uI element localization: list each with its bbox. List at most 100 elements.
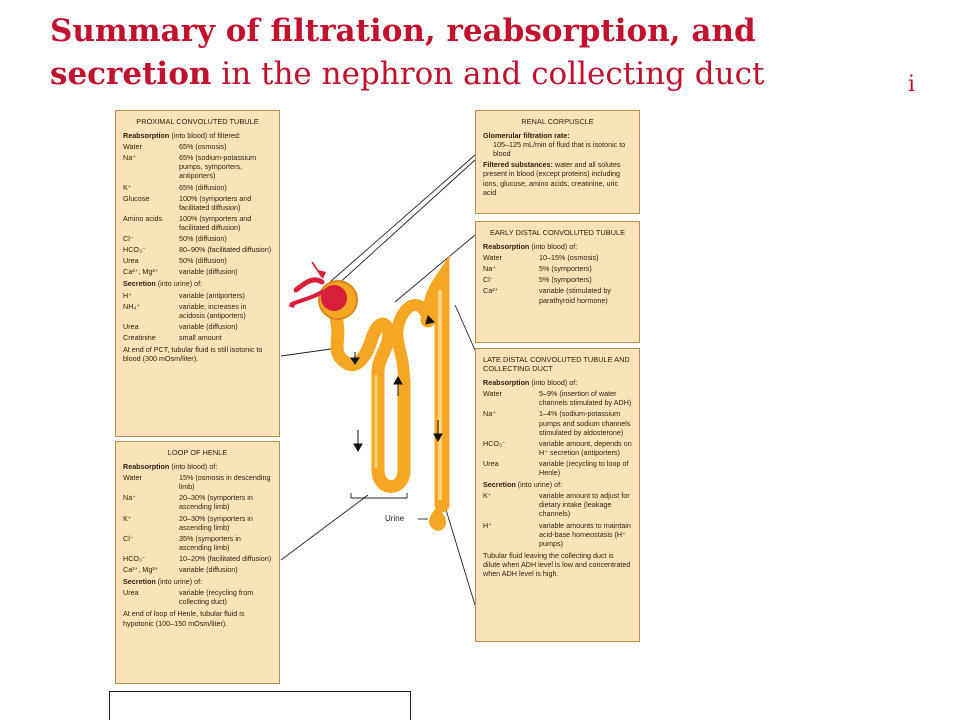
table-row: K⁺variable amount to adjust for dietary … xyxy=(483,491,632,518)
row-substance: Ca²⁺ xyxy=(483,286,499,296)
renal-filtered: Filtered substances: water and all solut… xyxy=(483,160,632,196)
arrow-descending xyxy=(353,443,363,453)
row-value: variable (diffusion) xyxy=(179,565,238,575)
row-value: variable amounts to maintain acid-base h… xyxy=(539,520,631,548)
table-row: Cl⁻5% (symporters) xyxy=(483,275,632,284)
row-substance: HCO₃⁻ xyxy=(483,438,506,448)
arrow-dct xyxy=(425,315,435,325)
glomerulus xyxy=(321,285,347,311)
loop-sec-heading: Secretion (into urine) of: xyxy=(123,577,272,586)
loop-end-note: At end of loop of Henle, tubular fluid i… xyxy=(123,609,245,628)
tubule xyxy=(329,255,450,531)
row-value: 20–30% (symporters in ascending limb) xyxy=(179,513,253,532)
row-substance: Creatinine xyxy=(123,332,156,342)
table-row: Urea variable (recycling to loop of Henle… xyxy=(483,459,632,477)
pct-reab-note: (into blood) of filtered: xyxy=(169,131,241,141)
urine-label: Urine xyxy=(385,514,405,523)
table-row: HCO₃⁻ variable amount, depends on H⁺ secr… xyxy=(483,439,632,457)
loop-reab-heading: Reabsorption (into blood) of: xyxy=(123,462,272,471)
vessel-arrowhead-out xyxy=(288,300,296,308)
early-dct-reab-heading: Reabsorption (into blood) of: xyxy=(483,242,632,251)
row-substance: H⁺ xyxy=(483,520,492,530)
pct-box: PROXIMAL CONVOLUTED TUBULE Reabsorption … xyxy=(115,110,280,437)
table-row: Ca²⁺, Mg²⁺ variable (diffusion) xyxy=(123,565,272,574)
arrow-collecting xyxy=(433,433,443,443)
row-substance: Urea xyxy=(123,588,139,598)
flow-arrows xyxy=(350,315,443,453)
late-dct-sec-list: K⁺variable amount to adjust for dietary … xyxy=(483,491,632,548)
late-dct-reab-note: (into blood) of: xyxy=(529,378,578,388)
table-row: H⁺ variable amounts to maintain acid-base… xyxy=(483,521,632,548)
row-value: 50% (diffusion) xyxy=(179,256,227,266)
late-dct-header: LATE DISTAL CONVOLUTED TUBULE AND COLLEC… xyxy=(483,355,630,374)
loop-header: LOOP OF HENLE xyxy=(167,448,228,457)
row-value: variable amount to adjust for dietary in… xyxy=(539,491,630,519)
leader-renal-2 xyxy=(324,159,476,297)
row-value: 5–9% (insertion of water channels stimul… xyxy=(539,389,632,408)
row-substance: Urea xyxy=(483,458,499,468)
row-substance: NH₄⁺ xyxy=(123,301,141,311)
arrow-pct xyxy=(350,357,360,365)
table-row: Na⁺20–30% (symporters in ascending limb) xyxy=(123,493,272,511)
table-row: Glucose 100% (symporters and facilitated … xyxy=(123,194,272,212)
row-value: 20–30% (symporters in ascending limb) xyxy=(179,493,253,512)
row-value: 100% (symporters and facilitated diffusi… xyxy=(179,193,252,212)
loop-reab-list: Water 15% (osmosis in descending limb)Na⁺… xyxy=(123,473,272,574)
row-value: variable (stimulated by parathyroid horm… xyxy=(539,286,611,305)
row-substance: H⁺ xyxy=(123,290,132,300)
row-substance: Cl⁻ xyxy=(123,234,134,244)
late-dct-reab-label: Reabsorption xyxy=(483,378,530,388)
row-substance: Water xyxy=(123,473,142,483)
row-value: 15% (osmosis in descending limb) xyxy=(179,473,271,492)
table-row: Ca²⁺ variable (stimulated by parathyroid … xyxy=(483,286,632,304)
loop-sec-label: Secretion xyxy=(123,577,156,587)
loop-box: LOOP OF HENLE Reabsorption (into blood) … xyxy=(115,441,280,684)
early-dct-reab-label: Reabsorption xyxy=(483,242,530,252)
row-value: 1–4% (sodium-potassium pumps and sodium … xyxy=(539,409,631,437)
row-substance: Water xyxy=(483,389,502,399)
pct-sec-heading: Secretion (into urine) of: xyxy=(123,279,272,288)
row-substance: K⁺ xyxy=(123,182,132,192)
late-dct-reab-list: Water 5–9% (insertion of water channels s… xyxy=(483,389,632,477)
row-value: small amount xyxy=(179,332,222,342)
row-value: variable (recycling to loop of Henle) xyxy=(539,458,629,478)
leader-pct xyxy=(280,347,339,357)
row-value: variable (recycling from collecting duct… xyxy=(179,588,254,607)
row-substance: Ca²⁺, Mg²⁺ xyxy=(123,565,159,575)
row-value: variable amount, depends on H⁺ secretion… xyxy=(539,438,632,457)
leader-loop xyxy=(280,494,369,561)
leader-lines xyxy=(280,154,476,606)
loop-reab-label: Reabsorption xyxy=(123,462,170,472)
pct-end-note: At end of PCT, tubular fluid is still is… xyxy=(123,344,263,364)
pct-reab-heading: Reabsorption (into blood) of filtered: xyxy=(123,131,272,140)
row-substance: Cl⁻ xyxy=(123,533,134,543)
empty-text-box[interactable] xyxy=(109,691,411,720)
renal-filt-label: Filtered substances: xyxy=(483,160,553,170)
row-substance: Water xyxy=(123,142,142,152)
late-dct-sec-label: Secretion xyxy=(483,480,516,490)
table-row: HCO₃⁻10–20% (facilitated diffusion) xyxy=(123,554,272,563)
row-substance: Urea xyxy=(123,321,139,331)
late-dct-sec-note: (into urine) of: xyxy=(515,480,563,490)
row-value: 35% (symporters in ascending limb) xyxy=(179,533,241,552)
loop-sec-list: Urea variable (recycling from collecting … xyxy=(123,588,272,606)
renal-corpuscle xyxy=(288,261,358,320)
efferent-arteriole xyxy=(290,290,324,306)
row-substance: Na⁺ xyxy=(483,409,496,419)
late-dct-box: LATE DISTAL CONVOLUTED TUBULE AND COLLEC… xyxy=(475,348,640,642)
early-dct-header: EARLY DISTAL CONVOLUTED TUBULE xyxy=(489,228,626,237)
table-row: Na⁺ 1–4% (sodium-potassium pumps and sodi… xyxy=(483,409,632,436)
vessel-arrowhead-in xyxy=(318,270,326,279)
table-row: Ca²⁺, Mg²⁺variable (diffusion) xyxy=(123,267,272,276)
row-substance: Glucose xyxy=(123,193,150,203)
urine-drop xyxy=(429,507,446,531)
table-row: Water 5–9% (insertion of water channels s… xyxy=(483,389,632,407)
row-value: variable (diffusion) xyxy=(179,321,238,331)
loop-bracket xyxy=(350,493,408,499)
renal-corpuscle-box: RENAL CORPUSCLE Glomerular filtration ra… xyxy=(475,110,640,214)
leader-renal-1 xyxy=(329,154,476,283)
